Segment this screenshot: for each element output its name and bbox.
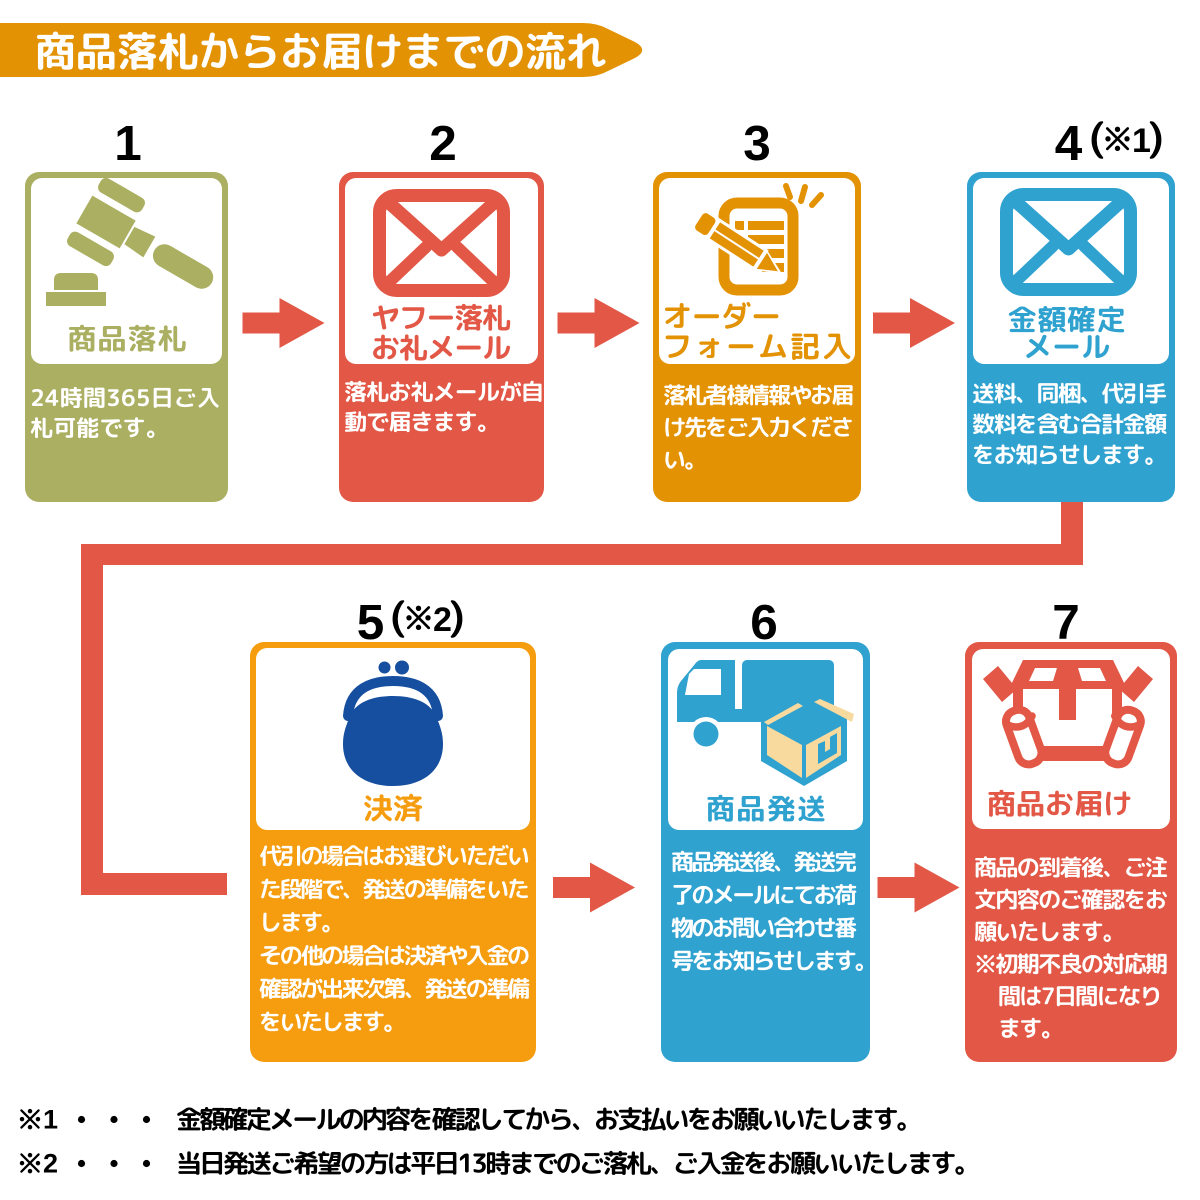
svg-text:1: 1: [43, 1105, 58, 1135]
svg-text:4: 4: [1055, 116, 1083, 171]
svg-text:5: 5: [357, 595, 385, 650]
svg-text:2: 2: [433, 601, 452, 639]
svg-text:6: 6: [750, 595, 778, 650]
svg-text:7: 7: [1052, 595, 1080, 650]
svg-text:1: 1: [1132, 122, 1151, 160]
svg-text:1: 1: [114, 116, 142, 171]
svg-text:2: 2: [43, 1149, 58, 1179]
svg-text:2: 2: [429, 116, 457, 171]
svg-text:3: 3: [743, 116, 771, 171]
